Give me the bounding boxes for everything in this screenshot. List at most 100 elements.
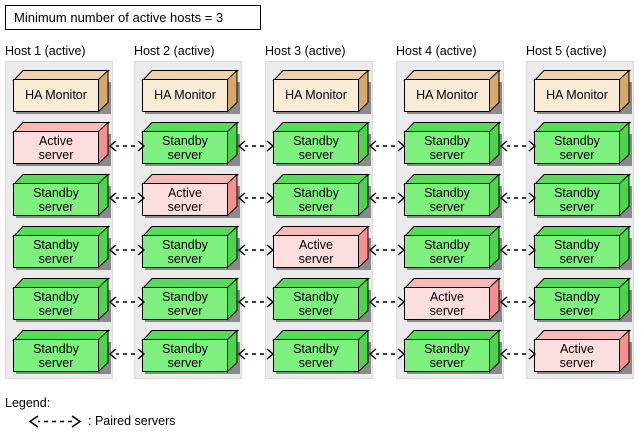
paired-servers-arrow-1-2-slot-5 <box>107 347 146 361</box>
box-label-line2: server <box>167 251 203 266</box>
box-side-face <box>619 277 630 321</box>
paired-servers-arrow-4-5-slot-4 <box>498 295 537 309</box>
paired-servers-arrow-3-4-slot-1 <box>367 139 406 153</box>
legend: Legend: : Paired servers <box>5 396 305 429</box>
box-side-face <box>358 69 369 113</box>
box-label-line1: Standby <box>33 289 79 304</box>
paired-servers-arrow-1-2-slot-2 <box>107 191 146 205</box>
box-label-line2: server <box>167 199 203 214</box>
box-label-line2: server <box>298 251 334 266</box>
paired-servers-arrow-3-4-slot-2 <box>367 191 406 205</box>
paired-servers-arrow-2-3-slot-4 <box>236 295 275 309</box>
box-label-line1: Standby <box>293 185 339 200</box>
box-label-line2: server <box>298 147 334 162</box>
box-side-face <box>619 329 630 373</box>
box-label-line1: Standby <box>554 133 600 148</box>
box-label-line1: Standby <box>424 185 470 200</box>
box-label-line2: server <box>559 303 595 318</box>
box-side-face <box>619 173 630 217</box>
paired-servers-arrow-1-2-slot-4 <box>107 295 146 309</box>
box-label-line1: HA Monitor <box>25 88 87 102</box>
box-side-face <box>619 121 630 165</box>
box-label-line1: Active <box>559 341 595 356</box>
box-label-line1: Standby <box>554 237 600 252</box>
box-label-line2: server <box>38 355 74 370</box>
box-label-line1: Active <box>167 185 203 200</box>
host-label-5: Host 5 (active) <box>526 44 607 58</box>
host-label-2: Host 2 (active) <box>134 44 215 58</box>
ha-monitor-box-host-1: HA Monitor <box>12 69 111 114</box>
paired-servers-arrow-4-5-slot-1 <box>498 139 537 153</box>
box-label-line1: HA Monitor <box>154 88 216 102</box>
box-label-line1: Standby <box>162 289 208 304</box>
ha-monitor-face: HA Monitor <box>404 79 490 112</box>
paired-servers-arrow-icon <box>27 415 85 428</box>
paired-servers-arrow-3-4-slot-5 <box>367 347 406 361</box>
box-label-line1: Standby <box>33 185 79 200</box>
box-label-line1: Standby <box>162 237 208 252</box>
box-label-line2: server <box>429 355 465 370</box>
ha-monitor-box-host-2: HA Monitor <box>141 69 240 114</box>
box-label-line2: server <box>38 147 74 162</box>
host-label-1: Host 1 (active) <box>5 44 86 58</box>
box-label-line1: Active <box>38 133 74 148</box>
ha-monitor-face: HA Monitor <box>13 79 99 112</box>
ha-monitor-face: HA Monitor <box>273 79 359 112</box>
box-label-line1: HA Monitor <box>546 88 608 102</box>
box-label-line1: Standby <box>162 341 208 356</box>
box-label-line2: server <box>559 147 595 162</box>
box-label-line2: server <box>298 303 334 318</box>
box-label-line1: Active <box>429 289 465 304</box>
ha-monitor-face: HA Monitor <box>534 79 620 112</box>
paired-servers-arrow-2-3-slot-1 <box>236 139 275 153</box>
box-label-line1: Standby <box>424 133 470 148</box>
box-label-line2: server <box>429 199 465 214</box>
paired-servers-arrow-1-2-slot-1 <box>107 139 146 153</box>
paired-servers-arrow-2-3-slot-5 <box>236 347 275 361</box>
box-label-line2: server <box>298 355 334 370</box>
box-label-line1: Standby <box>424 341 470 356</box>
host-label-3: Host 3 (active) <box>265 44 346 58</box>
box-label-line1: Standby <box>554 185 600 200</box>
box-label-line2: server <box>429 303 465 318</box>
ha-monitor-box-host-3: HA Monitor <box>272 69 371 114</box>
box-side-face <box>619 225 630 269</box>
box-side-face <box>489 69 500 113</box>
box-label-line2: server <box>429 147 465 162</box>
ha-monitor-box-host-5: HA Monitor <box>533 69 632 114</box>
paired-servers-arrow-4-5-slot-3 <box>498 243 537 257</box>
paired-servers-arrow-1-2-slot-3 <box>107 243 146 257</box>
box-label-line1: Active <box>298 237 334 252</box>
legend-heading: Legend: <box>5 396 51 410</box>
box-label-line2: server <box>38 251 74 266</box>
